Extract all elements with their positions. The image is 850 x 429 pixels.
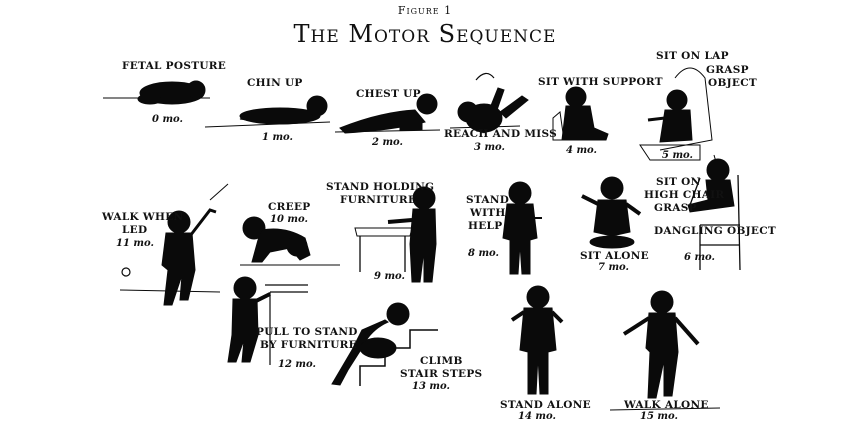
label-walk-alone: WALK ALONE	[624, 399, 709, 411]
sit-on-lap-silhouette	[639, 67, 713, 161]
label-climb-stair-steps-2: STAIR STEPS	[400, 368, 483, 380]
chin-up-silhouette	[204, 95, 331, 128]
label-pull-to-stand-2: BY FURNITURE	[260, 339, 357, 351]
label-chest-up: CHEST UP	[356, 88, 421, 100]
label-stand-alone: STAND ALONE	[500, 399, 591, 411]
label-high-chair-1: SIT ON	[656, 176, 701, 188]
label-stand-with-help-2: WITH	[470, 207, 506, 219]
age-pull-to-stand: 12 mo.	[278, 359, 316, 370]
age-creep: 10 mo.	[270, 214, 308, 225]
age-sit-with-support: 4 mo.	[566, 145, 597, 156]
age-walk-alone: 15 mo.	[640, 411, 678, 422]
label-creep: CREEP	[268, 201, 311, 213]
label-high-chair-4: DANGLING OBJECT	[654, 225, 776, 237]
age-climb-stair-steps: 13 mo.	[412, 381, 450, 392]
label-sit-on-lap-3: OBJECT	[708, 77, 757, 89]
label-chin-up: CHIN UP	[247, 77, 303, 89]
sit-alone-silhouette	[581, 176, 642, 249]
label-sit-with-support: SIT WITH SUPPORT	[538, 76, 663, 88]
stand-with-help-silhouette	[502, 181, 542, 275]
high-chair-silhouette	[687, 154, 741, 271]
label-reach-and-miss: REACH AND MISS	[444, 128, 557, 140]
stand-alone-silhouette	[510, 285, 564, 395]
age-sit-on-lap: 5 mo.	[662, 150, 693, 161]
age-stand-holding-furniture: 9 mo.	[374, 271, 405, 282]
fetal-posture-silhouette	[103, 80, 210, 105]
walk-alone-silhouette	[609, 290, 721, 411]
age-stand-with-help: 8 mo.	[468, 248, 499, 259]
age-reach-and-miss: 3 mo.	[474, 142, 505, 153]
diagram-title: The Motor Sequence	[293, 20, 557, 48]
label-stand-with-help-3: HELP	[468, 220, 503, 232]
label-high-chair-3: GRASP	[654, 202, 697, 214]
label-stand-holding-furniture-1: STAND HOLDING	[326, 181, 435, 193]
age-stand-alone: 14 mo.	[518, 411, 556, 422]
label-sit-on-lap-1: SIT ON LAP	[656, 50, 729, 62]
age-high-chair: 6 mo.	[684, 252, 715, 263]
label-walk-when-led-1: WALK WHEN	[102, 211, 184, 223]
age-chin-up: 1 mo.	[262, 132, 293, 143]
label-high-chair-2: HIGH CHAIR	[644, 189, 725, 201]
chest-up-silhouette	[334, 93, 441, 134]
label-climb-stair-steps-1: CLIMB	[420, 355, 463, 367]
age-chest-up: 2 mo.	[372, 137, 403, 148]
age-walk-when-led: 11 mo.	[116, 238, 154, 249]
sit-with-support-silhouette	[552, 86, 609, 141]
stand-holding-furniture-silhouette	[354, 186, 437, 283]
figure-label: Figure 1	[397, 4, 453, 17]
label-fetal-posture: FETAL POSTURE	[122, 60, 227, 72]
pull-to-stand-silhouette	[227, 276, 308, 365]
creep-silhouette	[240, 216, 340, 266]
label-sit-alone: SIT ALONE	[580, 250, 649, 262]
label-sit-on-lap-2: GRASP	[706, 64, 749, 76]
label-stand-holding-furniture-2: FURNITURE	[340, 194, 417, 206]
label-stand-with-help-1: STAND	[466, 194, 510, 206]
reach-and-miss-silhouette	[449, 72, 529, 133]
label-walk-when-led-2: LED	[122, 224, 148, 236]
climb-stair-steps-silhouette	[331, 302, 438, 386]
walk-when-led-silhouette	[119, 183, 229, 306]
age-fetal-posture: 0 mo.	[152, 114, 183, 125]
label-pull-to-stand-1: PULL TO STAND	[256, 326, 358, 338]
age-sit-alone: 7 mo.	[598, 262, 629, 273]
